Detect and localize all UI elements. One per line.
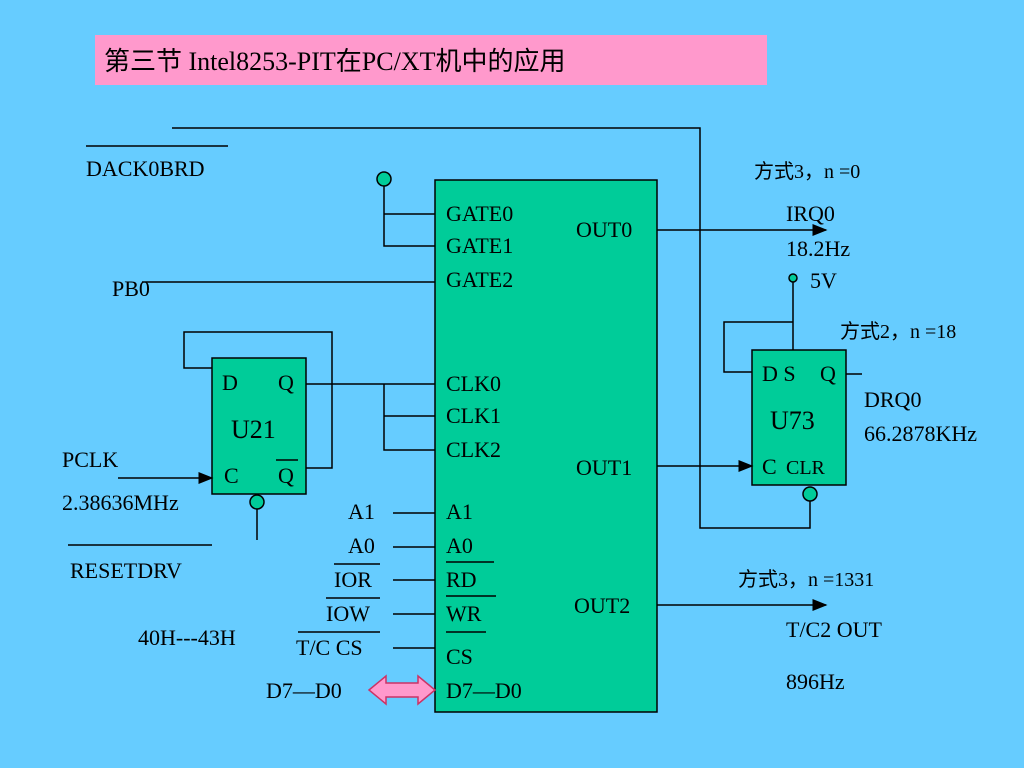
freq1-label: 66.2878KHz [864,421,977,446]
mode0-label: 方式3，n =0 [754,160,860,183]
pb0-label: PB0 [112,276,150,301]
mode1-label: 方式2，n =18 [840,320,956,343]
u73-flipflop [751,349,847,486]
u21-c-pin: C [224,463,239,488]
pin-rd: RD [446,567,477,592]
gate1-wire [383,186,435,247]
pin-clk1: CLK1 [446,403,501,428]
drq0-label: DRQ0 [864,387,921,412]
pin-out0: OUT0 [576,217,632,242]
data-bus-arrow [367,674,437,706]
mode2-label: 方式3，n =1331 [738,568,874,591]
pin-gate1: GATE1 [446,233,513,258]
freq2-label: 896Hz [786,669,845,694]
freq0-label: 18.2Hz [786,236,850,261]
dack-wire [172,127,811,529]
pin-gate0: GATE0 [446,201,513,226]
tccs-label: T/C CS [296,635,363,660]
resetdrv-label: RESETDRV [70,558,182,583]
ior-label: IOR [334,567,372,592]
pin-wr: WR [446,601,482,626]
u73-q-pin: Q [820,361,836,386]
pin-out1: OUT1 [576,455,632,480]
gate-pullup-node [376,171,392,187]
u21-reset-node [249,494,265,510]
pin-a0: A0 [446,533,473,558]
u21-qbar-pin: Q [278,463,294,488]
pclk-label: PCLK [62,447,118,472]
a0-label: A0 [348,533,375,558]
pin-clk2: CLK2 [446,437,501,462]
clk-bus-wire [383,384,435,451]
iow-label: IOW [326,601,370,626]
u21-feedback-wire [183,331,333,469]
pin-clk0: CLK0 [446,371,501,396]
u21-flipflop [211,357,307,495]
pin-a1: A1 [446,499,473,524]
u73-ds-pins: D S [762,361,796,386]
u73-name: U73 [770,406,815,435]
pin-data: D7—D0 [446,678,522,703]
irq0-label: IRQ0 [786,201,835,226]
pclk-frequency: 2.38636MHz [62,490,179,515]
pin-cs: CS [446,644,473,669]
pin-out2: OUT2 [574,593,630,618]
u73-clr-pin: CLR [786,457,826,479]
u73-d-wire [723,321,793,373]
data-bus-label: D7—D0 [266,678,342,703]
vcc-5v-node [788,273,798,283]
vcc-5v-label: 5V [810,268,837,293]
tc2out-label: T/C2 OUT [786,617,883,642]
title-background [95,35,767,85]
pin-gate2: GATE2 [446,267,513,292]
u21-q-pin: Q [278,370,294,395]
u73-clr-node [802,486,818,502]
u73-c-pin: C [762,454,777,479]
a1-label: A1 [348,499,375,524]
address-range: 40H---43H [138,625,236,650]
pit-8253-chip [434,179,658,713]
dack-label: DACK0BRD [86,156,205,181]
u21-d-pin: D [222,370,238,395]
u21-name: U21 [231,415,276,444]
page-title: 第三节 Intel8253-PIT在PC/XT机中的应用 [104,47,566,76]
